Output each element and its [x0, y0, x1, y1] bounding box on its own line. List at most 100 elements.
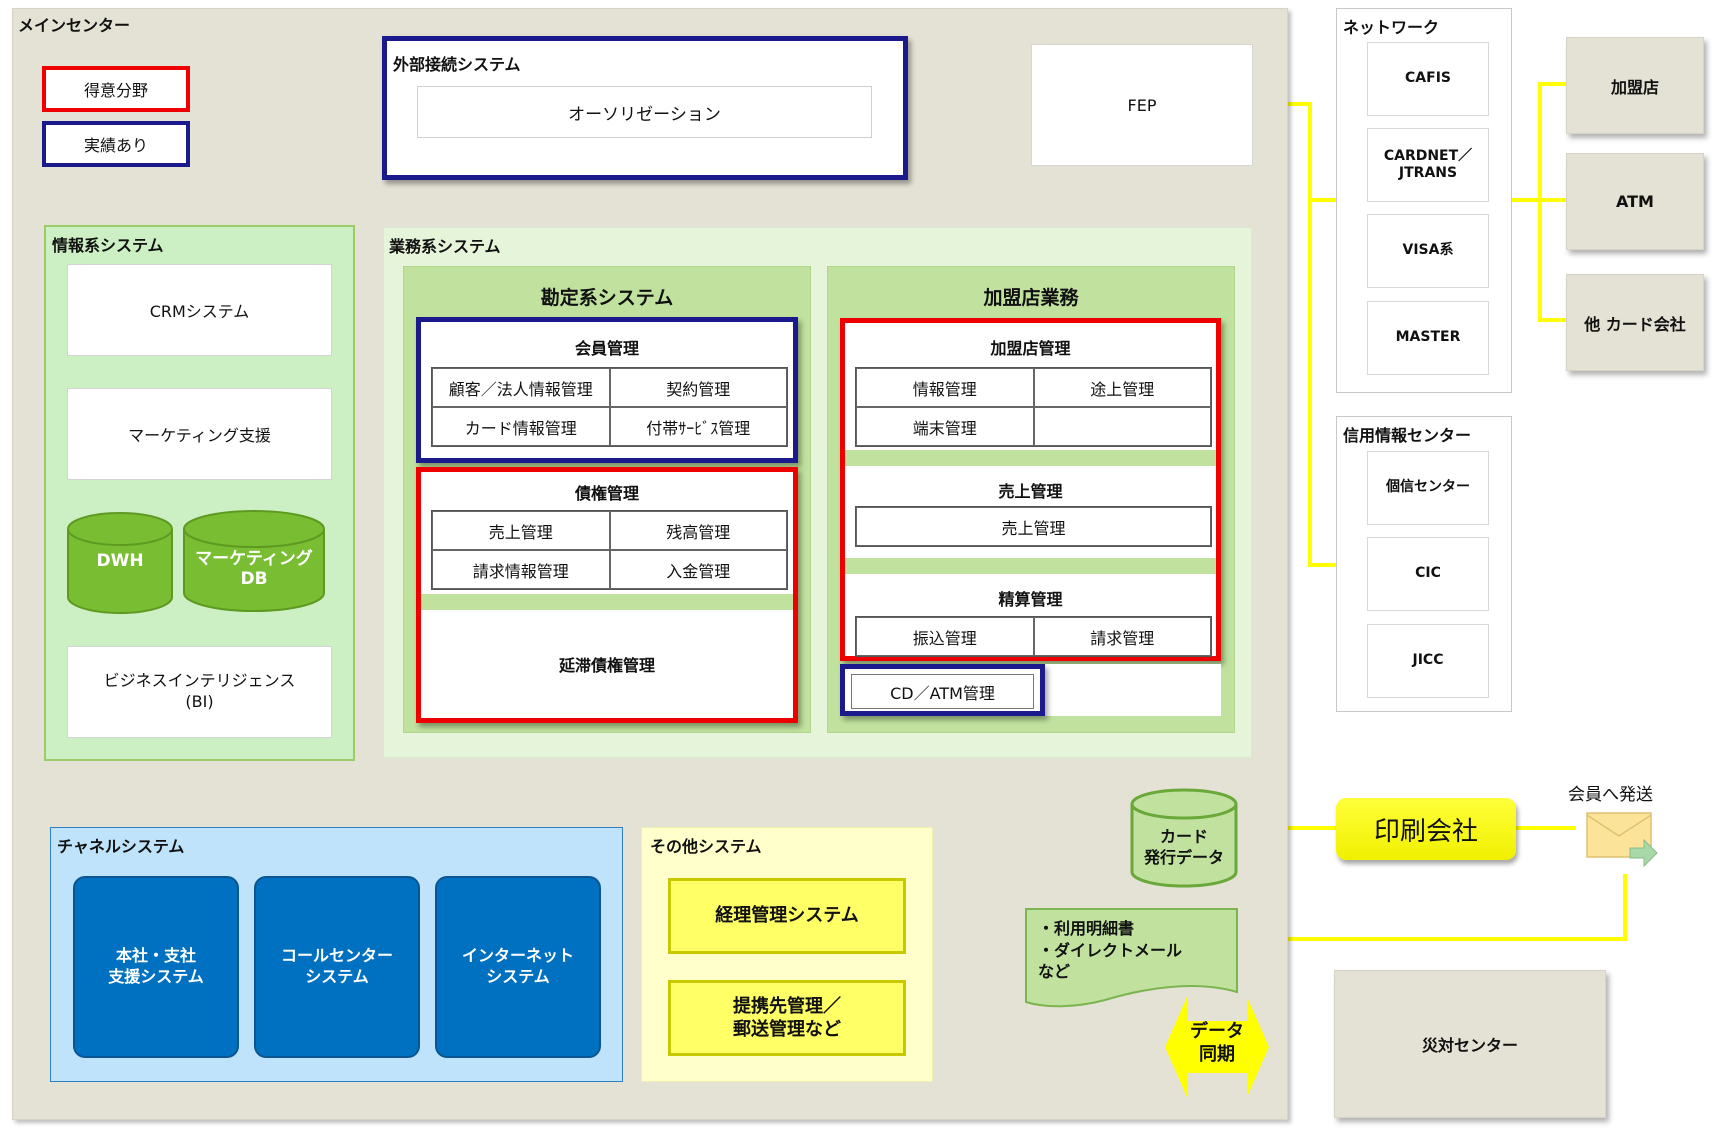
cd-atm-management[interactable]: CD／ATM管理	[851, 674, 1034, 709]
partner-line2: 郵送管理など	[733, 1019, 841, 1040]
merchant-mgmt-title: 加盟店管理	[990, 339, 1071, 358]
cell-empty	[1033, 407, 1211, 446]
other-system: その他システム 経理管理システム 提携先管理／ 郵送管理など	[641, 827, 933, 1082]
cell-invoice[interactable]: 請求管理	[1033, 617, 1211, 656]
cell-ancillary-service[interactable]: 付帯ｻｰﾋﾞｽ管理	[609, 407, 787, 446]
cell-transfer[interactable]: 振込管理	[856, 617, 1034, 656]
legend-strong-area: 得意分野	[42, 66, 190, 112]
printing-company[interactable]: 印刷会社	[1336, 798, 1516, 860]
partner-mail-mgmt[interactable]: 提携先管理／ 郵送管理など	[668, 980, 906, 1056]
merchant-mgmt-block: 加盟店管理 情報管理 途上管理 端末管理	[845, 323, 1216, 450]
cell-merchant-sales[interactable]: 売上管理	[856, 507, 1211, 546]
marketing-support-box[interactable]: マーケティング支援	[67, 388, 332, 480]
cell-info-mgmt[interactable]: 情報管理	[856, 368, 1034, 407]
dwh-database-icon[interactable]	[66, 511, 174, 615]
party-merchant[interactable]: 加盟店	[1566, 37, 1704, 134]
sales-mgmt-grid: 売上管理	[855, 506, 1212, 547]
cell-customer-info[interactable]: 顧客／法人情報管理	[432, 368, 610, 407]
network-cardnet-line2: JTRANS	[1398, 165, 1458, 181]
internet-line1: インターネット	[461, 946, 574, 966]
call-center-system[interactable]: コールセンター システム	[254, 876, 420, 1058]
network-master[interactable]: MASTER	[1367, 301, 1489, 375]
call-center-line1: コールセンター	[280, 946, 393, 966]
bi-box[interactable]: ビジネスインテリジェンス (BI)	[67, 646, 332, 738]
credit-info-center-group: 信用情報センター 個信センター CIC JICC	[1336, 416, 1512, 712]
network-title: ネットワーク	[1343, 18, 1440, 37]
accounting-system-panel: 勘定系システム 会員管理 顧客／法人情報管理 契約管理 カード情報管理 付帯ｻｰ…	[403, 266, 811, 733]
cell-billing-info[interactable]: 請求情報管理	[432, 550, 610, 589]
separator-band	[845, 558, 1216, 574]
member-management-group: 会員管理 顧客／法人情報管理 契約管理 カード情報管理 付帯ｻｰﾋﾞｽ管理	[416, 317, 798, 463]
document-icon[interactable]	[1025, 908, 1238, 1008]
branch-support-line1: 本社・支社	[115, 946, 196, 966]
accounting-mgmt-system[interactable]: 経理管理システム	[668, 878, 906, 954]
merchant-management-group: 加盟店管理 情報管理 途上管理 端末管理 売上管理 売上管理 精算管理	[840, 318, 1221, 661]
marketing-db-icon[interactable]	[182, 509, 326, 615]
sales-mgmt-title: 売上管理	[998, 482, 1063, 501]
network-cardnet-line1: CARDNET／	[1383, 147, 1473, 164]
separator-band	[845, 450, 1216, 466]
member-management-grid: 顧客／法人情報管理 契約管理 カード情報管理 付帯ｻｰﾋﾞｽ管理	[431, 367, 788, 447]
cell-payment[interactable]: 入金管理	[609, 550, 787, 589]
channel-system: チャネルシステム 本社・支社 支援システム コールセンター システム インターネ…	[50, 827, 623, 1082]
channel-system-title: チャネルシステム	[57, 837, 185, 856]
disaster-recovery-center[interactable]: 災対センター	[1334, 970, 1606, 1118]
legend-track-record: 実績あり	[42, 121, 190, 167]
other-system-title: その他システム	[650, 837, 762, 856]
cd-atm-area: CD／ATM管理	[840, 664, 1221, 716]
network-cafis-label: CAFIS	[1405, 70, 1451, 87]
internet-line2: システム	[486, 967, 550, 986]
external-connection-system[interactable]: 外部接続システム オーソリゼーション	[382, 36, 908, 180]
merchant-mgmt-grid: 情報管理 途上管理 端末管理	[855, 367, 1212, 447]
settlement-mgmt-title: 精算管理	[998, 590, 1063, 609]
authorization-box[interactable]: オーソリゼーション	[417, 86, 872, 138]
bi-label-line1: ビジネスインテリジェンス	[103, 671, 296, 691]
crm-system-box[interactable]: CRMシステム	[67, 264, 332, 356]
documents-line3: など	[1038, 962, 1071, 982]
cell-card-info[interactable]: カード情報管理	[432, 407, 610, 446]
credit-center-cic[interactable]: CIC	[1367, 537, 1489, 611]
data-sync-label: データ 同期	[1165, 1021, 1269, 1066]
branch-support-system[interactable]: 本社・支社 支援システム	[73, 876, 239, 1058]
business-system-title: 業務系システム	[389, 237, 501, 256]
call-center-line2: システム	[305, 967, 369, 986]
data-sync-line1: データ	[1190, 1021, 1244, 1042]
card-issue-line1: カード	[1159, 827, 1208, 846]
network-visa[interactable]: VISA系	[1367, 214, 1489, 288]
cell-balance[interactable]: 残高管理	[609, 511, 787, 550]
documents-label: ・利用明細書 ・ダイレクトメール など	[1038, 918, 1182, 983]
cell-contract[interactable]: 契約管理	[609, 368, 787, 407]
network-visa-label: VISA系	[1402, 242, 1454, 259]
internet-system[interactable]: インターネット システム	[435, 876, 601, 1058]
marketing-db-label-line2: DB	[240, 569, 268, 590]
branch-support-line2: 支援システム	[108, 967, 204, 986]
info-system-title: 情報系システム	[52, 236, 164, 255]
dwh-label: DWH	[96, 551, 144, 571]
settlement-mgmt-block: 精算管理 振込管理 請求管理	[845, 574, 1216, 657]
credit-center-jicc[interactable]: JICC	[1367, 624, 1489, 698]
send-to-members-label: 会員へ発送	[1568, 785, 1653, 805]
party-atm[interactable]: ATM	[1566, 153, 1704, 250]
card-issue-line2: 発行データ	[1143, 847, 1224, 867]
card-issue-data-icon[interactable]	[1130, 788, 1238, 888]
marketing-db-label: マーケティング DB	[182, 549, 326, 590]
data-sync-line2: 同期	[1199, 1043, 1235, 1065]
separator-band	[421, 594, 793, 610]
business-system: 業務系システム 勘定系システム 会員管理 顧客／法人情報管理 契約管理 カード情…	[383, 227, 1252, 758]
credit-center-personal[interactable]: 個信センター	[1367, 451, 1489, 525]
data-sync-arrow-icon	[1165, 997, 1269, 1097]
documents-line1: ・利用明細書	[1038, 919, 1135, 938]
overdue-credit-box[interactable]: 延滞債権管理	[421, 610, 793, 718]
network-cardnet-jtrans[interactable]: CARDNET／ JTRANS	[1367, 128, 1489, 202]
party-other-card-company[interactable]: 他 カード会社	[1566, 274, 1704, 371]
fep-box[interactable]: FEP	[1031, 44, 1253, 166]
network-cafis[interactable]: CAFIS	[1367, 42, 1489, 116]
cell-sales[interactable]: 売上管理	[432, 511, 610, 550]
merchant-business-title: 加盟店業務	[983, 287, 1079, 309]
cell-interim-mgmt[interactable]: 途上管理	[1033, 368, 1211, 407]
accounting-system-title: 勘定系システム	[540, 287, 674, 309]
credit-management-group: 債権管理 売上管理 残高管理 請求情報管理 入金管理 延滞債権管理	[416, 467, 798, 723]
member-management-title: 会員管理	[574, 339, 639, 358]
marketing-db-label-line1: マーケティング	[195, 549, 313, 569]
cell-terminal-mgmt[interactable]: 端末管理	[856, 407, 1034, 446]
